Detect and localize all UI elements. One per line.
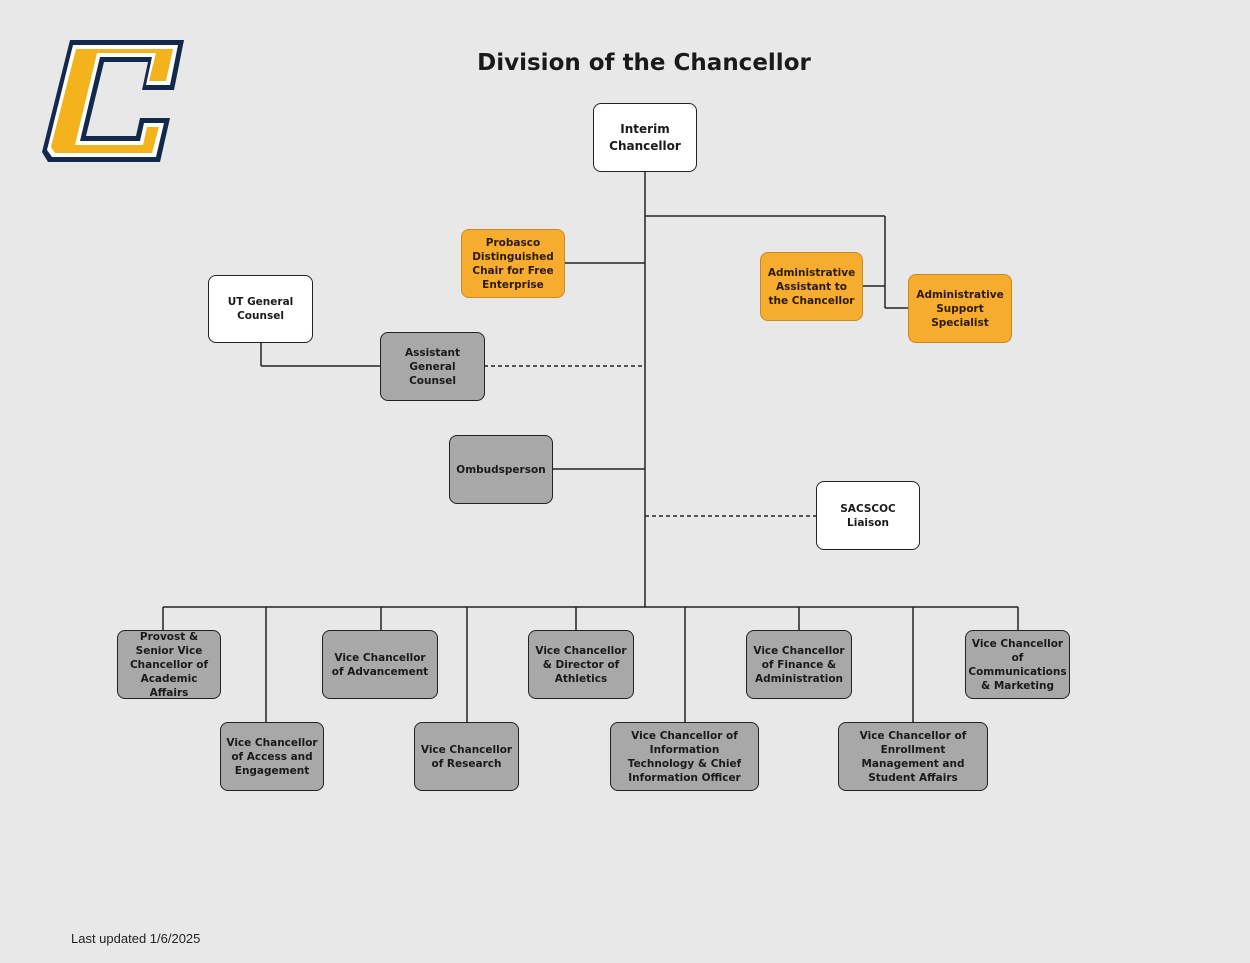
node-vc-finance: Vice Chancellor of Finance & Administrat… — [746, 630, 852, 699]
node-admin-assistant: Administrative Assistant to the Chancell… — [760, 252, 863, 321]
node-sacscoc-liaison: SACSCOC Liaison — [816, 481, 920, 550]
node-vc-athletics: Vice Chancellor & Director of Athletics — [528, 630, 634, 699]
page-title: Division of the Chancellor — [477, 50, 811, 76]
utc-c-logo-icon — [42, 40, 184, 162]
node-ut-general-counsel: UT General Counsel — [208, 275, 313, 343]
node-vc-access-engagement: Vice Chancellor of Access and Engagement — [220, 722, 324, 791]
node-provost: Provost & Senior Vice Chancellor of Acad… — [117, 630, 221, 699]
node-vc-research: Vice Chancellor of Research — [414, 722, 519, 791]
node-ombudsperson: Ombudsperson — [449, 435, 553, 504]
node-admin-support-specialist: Administrative Support Specialist — [908, 274, 1012, 343]
last-updated-note: Last updated 1/6/2025 — [71, 931, 201, 946]
node-vc-advancement: Vice Chancellor of Advancement — [322, 630, 438, 699]
node-assistant-general-counsel: Assistant General Counsel — [380, 332, 485, 401]
node-vc-information-technology: Vice Chancellor of Information Technolog… — [610, 722, 759, 791]
node-probasco-chair: Probasco Distinguished Chair for Free En… — [461, 229, 565, 298]
node-vc-enrollment: Vice Chancellor of Enrollment Management… — [838, 722, 988, 791]
node-interim-chancellor: Interim Chancellor — [593, 103, 697, 172]
node-vc-communications: Vice Chancellor of Communications & Mark… — [965, 630, 1070, 699]
